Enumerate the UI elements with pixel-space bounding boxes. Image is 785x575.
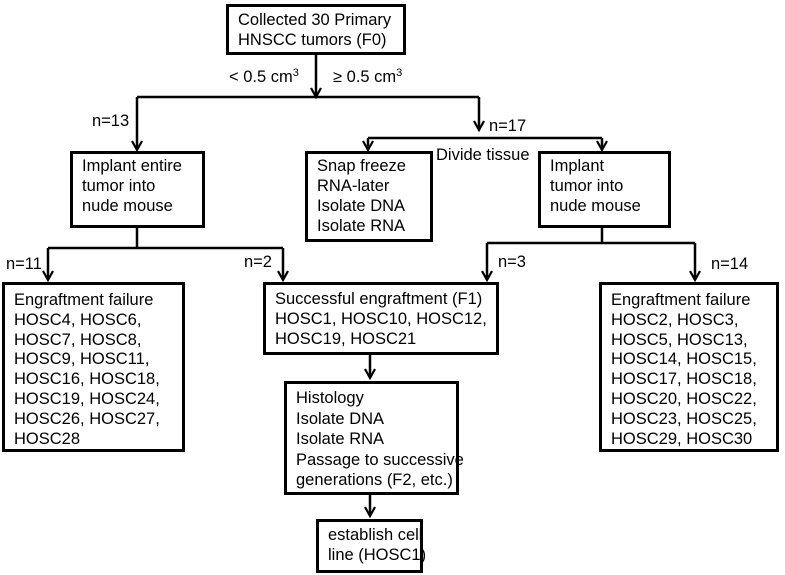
box-line: HOSC14, HOSC15,: [611, 350, 757, 369]
box-line: Implant: [550, 157, 605, 175]
label-size-less: < 0.5 cm3: [229, 67, 299, 87]
box-line: HOSC19, HOSC21: [275, 329, 417, 348]
box-engraftment-failure-left: Engraftment failure HOSC4, HOSC6, HOSC7,…: [2, 282, 185, 452]
box-line: HOSC23, HOSC25,: [611, 409, 757, 428]
box-line: HOSC5, HOSC13,: [611, 330, 748, 349]
box-establish-cell-line: establish cell line (HOSC1): [316, 519, 427, 573]
box-line: Engraftment failure: [611, 291, 751, 309]
label-size-greater: ≥ 0.5 cm3: [333, 67, 403, 87]
box-line: HOSC9, HOSC11,: [14, 350, 150, 369]
box-line: Histology: [296, 389, 364, 407]
box-engraftment-failure-right: Engraftment failure HOSC2, HOSC3, HOSC5,…: [599, 282, 779, 452]
box-histology: Histology Isolate DNA Isolate RNA Passag…: [284, 381, 464, 495]
label-size-less-text: < 0.5 cm: [229, 68, 293, 86]
label-n3: n=3: [498, 253, 526, 271]
box-implant-entire: Implant entire tumor into nude mouse: [70, 151, 205, 228]
box-line: HOSC16, HOSC18,: [14, 370, 160, 389]
label-size-greater-text: ≥ 0.5 cm: [333, 68, 397, 86]
box-line: nude mouse: [550, 196, 641, 215]
box-line: Successful engraftment (F1): [275, 290, 483, 308]
box-line: Implant entire: [82, 157, 182, 175]
box-line: HOSC29, HOSC30: [611, 429, 753, 448]
label-n13: n=13: [92, 112, 130, 130]
box-line: HOSC4, HOSC6,: [14, 310, 142, 329]
label-divide-tissue: Divide tissue: [436, 146, 530, 164]
box-line: HOSC26, HOSC27,: [14, 409, 160, 428]
box-successful-engraftment: Successful engraftment (F1) HOSC1, HOSC1…: [263, 282, 499, 355]
box-line: Isolate DNA: [296, 409, 385, 428]
box-implant-tumor: Implant tumor into nude mouse: [538, 151, 671, 228]
label-n11: n=11: [6, 255, 42, 273]
box-line: line (HOSC1): [328, 545, 427, 564]
label-n2: n=2: [244, 253, 272, 271]
box-line: HOSC2, HOSC3,: [611, 310, 739, 329]
box-line: tumor into: [550, 176, 624, 195]
box-line: Isolate RNA: [317, 217, 406, 235]
box-line: HOSC7, HOSC8,: [14, 330, 142, 349]
box-line: Engraftment failure: [14, 291, 154, 309]
label-size-greater-exponent: 3: [396, 67, 403, 79]
box-line: generations (F2, etc.): [296, 471, 453, 489]
box-line: Snap freeze: [317, 157, 406, 175]
label-n17: n=17: [489, 117, 527, 135]
label-size-less-exponent: 3: [292, 67, 299, 79]
box-line: Passage to successive: [296, 450, 464, 469]
label-n14: n=14: [711, 255, 749, 273]
box-line: tumor into: [82, 176, 156, 195]
box-line: Collected 30 Primary: [238, 11, 392, 29]
box-line: establish cell: [328, 526, 423, 544]
box-line: Isolate RNA: [296, 430, 385, 448]
box-line: RNA-later: [317, 177, 390, 195]
box-line: HNSCC tumors (F0): [238, 30, 387, 49]
box-line: HOSC1, HOSC10, HOSC12,: [275, 309, 487, 328]
box-snap-freeze: Snap freeze RNA-later Isolate DNA Isolat…: [305, 151, 433, 242]
box-line: nude mouse: [82, 196, 173, 215]
box-line: HOSC28: [14, 429, 81, 448]
box-line: HOSC19, HOSC24,: [14, 389, 160, 408]
box-line: Isolate DNA: [317, 197, 406, 215]
box-line: HOSC20, HOSC22,: [611, 389, 757, 408]
box-line: HOSC17, HOSC18,: [611, 370, 757, 389]
box-collected-tumors: Collected 30 Primary HNSCC tumors (F0): [226, 4, 406, 55]
